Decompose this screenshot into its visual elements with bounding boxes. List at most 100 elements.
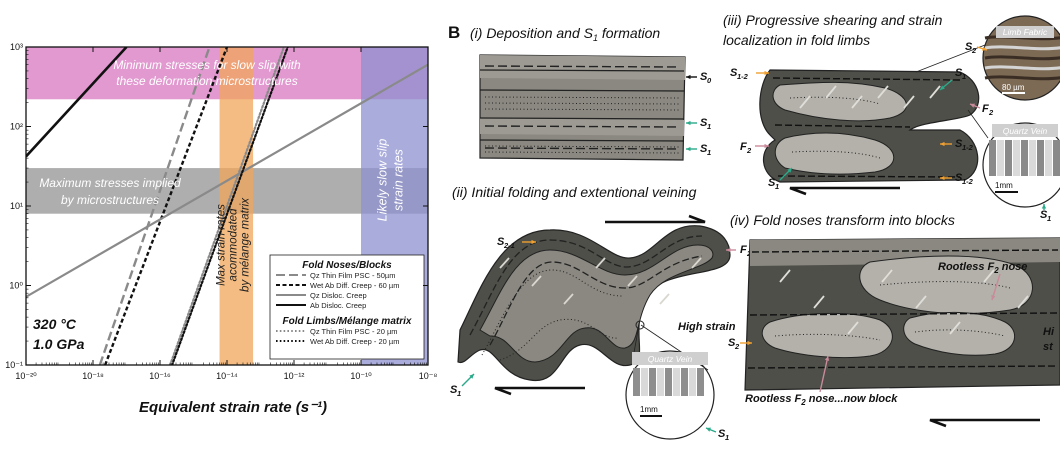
y-tick-label: 10⁰ <box>9 281 23 291</box>
quartz-crystal-iii-3 <box>1013 140 1020 176</box>
bed-line-3 <box>479 139 685 142</box>
s2-label-iii-inset-sub: 2 <box>971 46 977 55</box>
s1-label-b-letter: S <box>700 143 708 155</box>
x-tick-label: 10⁻⁸ <box>419 371 438 381</box>
title-iv: (iv) Fold noses transform into blocks <box>730 212 955 228</box>
s1-label-ii-inset-sub: 1 <box>725 433 729 442</box>
s12-label-iii-a-sub: 1-2 <box>737 72 749 81</box>
title-i-suffix: formation <box>598 25 660 41</box>
s1-label-iii-bottom-letter: S <box>768 177 776 189</box>
band-label-orange: acommodated <box>227 208 239 281</box>
quartz-crystal-ii-3 <box>657 368 664 396</box>
legend-entry-4: Qz Thin Film PSC - 20 µm <box>310 327 398 336</box>
s1-arrow-ii-head <box>469 374 474 379</box>
legend-entry-2: Qz Disloc. Creep <box>310 291 367 300</box>
fold-nose-lower <box>774 132 895 175</box>
fold-dash-1 <box>469 235 703 336</box>
inset-limb-title-bg <box>996 26 1054 38</box>
quartz-crystal-iii-8 <box>1053 140 1060 176</box>
rootless-nose-label: Rootless F2 nose <box>938 261 1027 275</box>
title-i: (i) Deposition and S1 formation <box>470 25 660 43</box>
inset-ii-marker <box>635 320 645 330</box>
s1-label-a-sub: 1 <box>707 122 711 131</box>
vein-iv-3 <box>881 269 893 283</box>
s21-arrow-ii-head <box>531 239 536 245</box>
vein-iv-6 <box>983 269 995 283</box>
inset-ii-title-bg <box>632 352 708 365</box>
quartz-crystal-iii-1 <box>997 140 1004 176</box>
legend-entry-5: Wet Ab Diff. Creep - 20 µm <box>310 337 400 346</box>
series-line-1 <box>103 47 229 365</box>
vein-iii-0 <box>799 95 811 109</box>
quartz-crystal-iii-7 <box>1045 140 1052 176</box>
bed-line-0 <box>479 69 685 72</box>
legend-entry-3: Ab Disloc. Creep <box>310 301 366 310</box>
legend-group-title: Fold Limbs/Mélange matrix <box>283 316 412 327</box>
fold-nose-upper <box>772 81 907 122</box>
s1-arrow-iii-inset-head <box>1041 204 1047 209</box>
x-tick-label: 10⁻¹⁶ <box>149 371 171 381</box>
band-2 <box>219 47 254 365</box>
shear-arrow-ii-top <box>605 214 706 224</box>
inset-iii-title: Quartz Vein <box>1003 126 1048 136</box>
strain-rate-chart: Minimum stresses for slow slip withthese… <box>5 42 438 416</box>
band-label-blue: Likely slow slip <box>376 139 390 222</box>
x-axis-label: Equivalent strain rate (s⁻¹) <box>139 399 327 416</box>
f2-label-ii-letter: F <box>740 244 747 256</box>
vein-ii-4 <box>627 275 638 287</box>
y-tick-label: 10⁻¹ <box>5 360 23 370</box>
iii-dash-2 <box>774 124 911 128</box>
shear-arrow-iv <box>929 418 1040 428</box>
s12-arrow-iii-b-head <box>940 141 945 147</box>
iii-dots-2 <box>791 150 881 159</box>
f2-arrow-ii-head <box>726 247 731 253</box>
x-tick-label: 10⁻²⁰ <box>15 371 37 381</box>
vein-iv-4 <box>915 295 927 309</box>
panel-letter: B <box>448 23 460 42</box>
s1-arrow-iii-top-head <box>940 85 945 90</box>
rootless-nose-arrow <box>991 273 1001 301</box>
bed-line-2 <box>479 117 685 120</box>
iv-dots-1 <box>879 281 1011 289</box>
high-strain-label-right-2: st <box>1043 341 1054 353</box>
rootless-block-arrow <box>819 355 829 393</box>
s12-label-iii-c-sub: 1-2 <box>962 177 974 186</box>
s1-arrow-ii-inset-head <box>706 427 711 432</box>
s1-label-iii-top-sub: 1 <box>962 72 966 81</box>
iv-dash-2 <box>749 312 1059 316</box>
s12-label-iii-a-letter: S <box>730 67 738 79</box>
iv-dots-2 <box>774 333 881 341</box>
y-tick-label: 10³ <box>10 42 23 52</box>
high-strain-label-right-1: Hi <box>1043 326 1055 338</box>
vein-ii-3 <box>595 257 606 269</box>
s21-label-ii-sub: 2-1 <box>503 241 515 250</box>
rootless-block-sub: 2 <box>800 398 806 407</box>
s2-label-iv-letter: S <box>728 337 736 349</box>
vein-iv-2 <box>847 321 859 335</box>
limb-fabric-band-3 <box>984 65 1060 71</box>
quartz-crystal-ii-7 <box>689 368 696 396</box>
x-tick-label: 10⁻¹² <box>284 371 305 381</box>
limb-fabric-band-4 <box>984 75 1060 81</box>
bed-dashes-0 <box>484 65 681 68</box>
vein-iv-1 <box>813 295 825 309</box>
quartz-crystal-ii-8 <box>697 368 704 396</box>
inset-iii-title-bg <box>992 124 1058 137</box>
series-line-4 <box>168 47 286 365</box>
s12-label-iii-b-letter: S <box>955 138 963 150</box>
s0-label-sub: 0 <box>707 76 712 85</box>
s1-arrow-iii-bottom-head <box>787 168 792 173</box>
f2-label-iii-sub: 2 <box>746 146 752 155</box>
quartz-crystal-iii-0 <box>989 140 996 176</box>
title-i-sub: 1 <box>593 33 598 43</box>
f2-label-iii-right-letter: F <box>982 103 989 115</box>
series-line-3 <box>26 47 128 158</box>
bed-dashes-2 <box>484 147 681 150</box>
vein-iv-0 <box>779 269 791 283</box>
legend-entry-0: Qz Thin Film PSC - 50µm <box>310 271 395 280</box>
series-line-5 <box>171 47 289 365</box>
